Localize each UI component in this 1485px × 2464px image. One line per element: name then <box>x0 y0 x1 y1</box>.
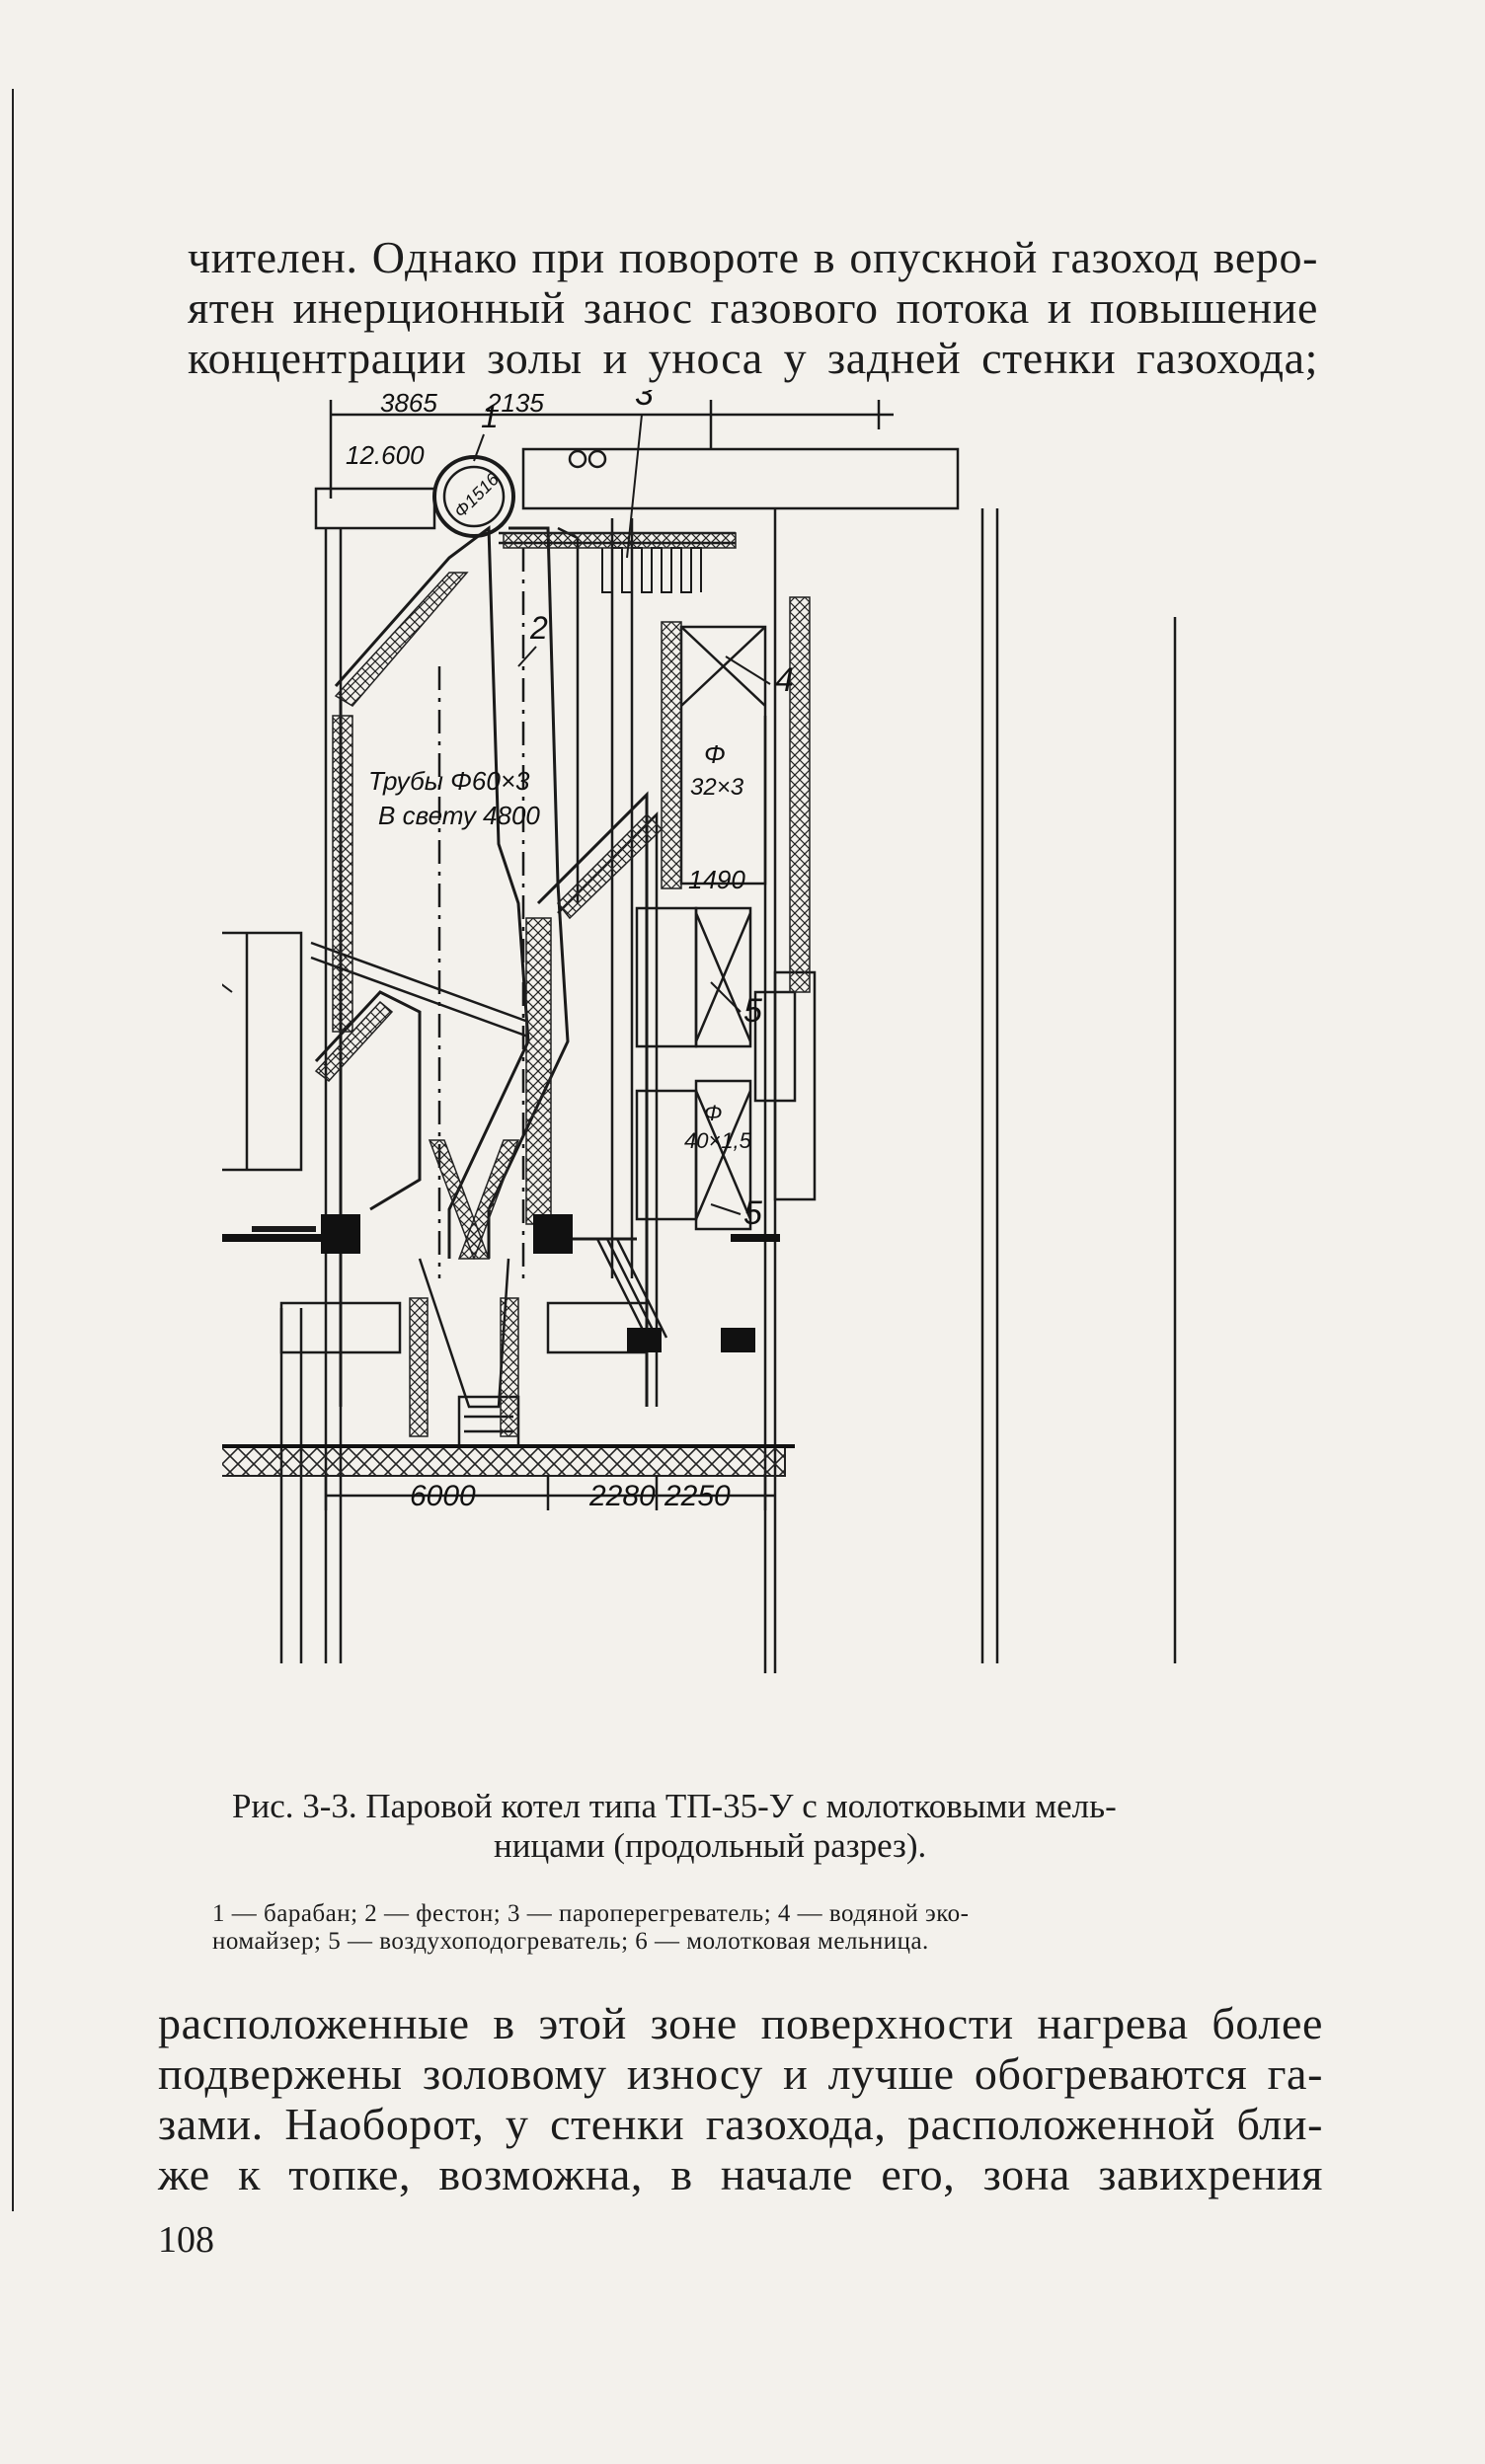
paragraph-top: чителен. Однако при повороте в опускной … <box>188 232 1318 383</box>
page-margin-rule <box>12 89 14 2211</box>
dim-6000: 6000 <box>410 1480 476 1512</box>
callout-5a: 5 <box>743 992 762 1030</box>
paragraph-bottom: расположенные в этой зоне поверхности на… <box>158 1998 1323 2199</box>
dim-2250: 2250 <box>664 1480 731 1512</box>
top-platform-right <box>521 447 960 510</box>
callout-1: 1 <box>481 399 499 434</box>
text-line: концентрации золы и уноса у задней стенк… <box>188 333 1318 383</box>
dim-2135: 2135 <box>486 390 544 418</box>
drum-diameter-label: Φ1516 <box>450 469 504 522</box>
dim-3865: 3865 <box>380 390 437 418</box>
caption-line-2: ницами (продольный разрез). <box>494 1826 927 1865</box>
text-line: же к топке, возможна, в начале его, зона… <box>158 2149 1323 2199</box>
figure-caption: Рис. 3-3. Паровой котел типа ТП-35-У с м… <box>232 1787 1239 1866</box>
pipe1-label-a: Φ <box>704 739 726 769</box>
text-line: чителен. Однако при повороте в опускной … <box>188 232 1318 282</box>
tubes-label-1: Трубы Φ60×3 <box>368 766 530 796</box>
boiler-drawing: 3865 2135 12.600 Φ1516 Трубы Φ60×3 В све… <box>222 390 1177 1673</box>
elevation-label: 12.600 <box>346 440 425 470</box>
pipe2-label-a: Φ <box>704 1101 722 1125</box>
callout-5b: 5 <box>743 1194 762 1232</box>
caption-line-1: Рис. 3-3. Паровой котел типа ТП-35-У с м… <box>232 1787 1117 1825</box>
text-line: ятен инерционный занос газового потока и… <box>188 282 1318 333</box>
callout-2: 2 <box>529 610 548 646</box>
ground-foundation <box>222 1445 786 1477</box>
left-roof-refractory <box>334 572 469 707</box>
text-line: расположенные в этой зоне поверхности на… <box>158 1998 1323 2048</box>
hammer-mill-box <box>222 931 303 1172</box>
legend-line-1: 1 — барабан; 2 — фестон; 3 — пароперегре… <box>212 1900 970 1927</box>
tubes-label-2: В свету 4800 <box>378 801 540 830</box>
callout-3: 3 <box>635 390 654 413</box>
text-line: подвержены золовому износу и лучше обогр… <box>158 2048 1323 2099</box>
dim-1490: 1490 <box>688 865 745 894</box>
dim-2280: 2280 <box>588 1480 656 1512</box>
boiler-cross-section-figure: 3865 2135 12.600 Φ1516 Трубы Φ60×3 В све… <box>222 390 1279 1772</box>
pipe1-label-b: 32×3 <box>690 774 744 801</box>
legend-line-2: номайзер; 5 — воздухоподогреватель; 6 — … <box>212 1928 929 1955</box>
pipe2-label-b: 40×1,5 <box>684 1128 752 1153</box>
callout-4: 4 <box>775 661 794 699</box>
page-number: 108 <box>158 2219 214 2261</box>
drum-circle <box>432 455 515 538</box>
text-line: зами. Наоборот, у стенки газохода, распо… <box>158 2099 1323 2149</box>
top-platform-left <box>314 487 436 530</box>
figure-legend: 1 — барабан; 2 — фестон; 3 — пароперегре… <box>212 1900 1239 1956</box>
